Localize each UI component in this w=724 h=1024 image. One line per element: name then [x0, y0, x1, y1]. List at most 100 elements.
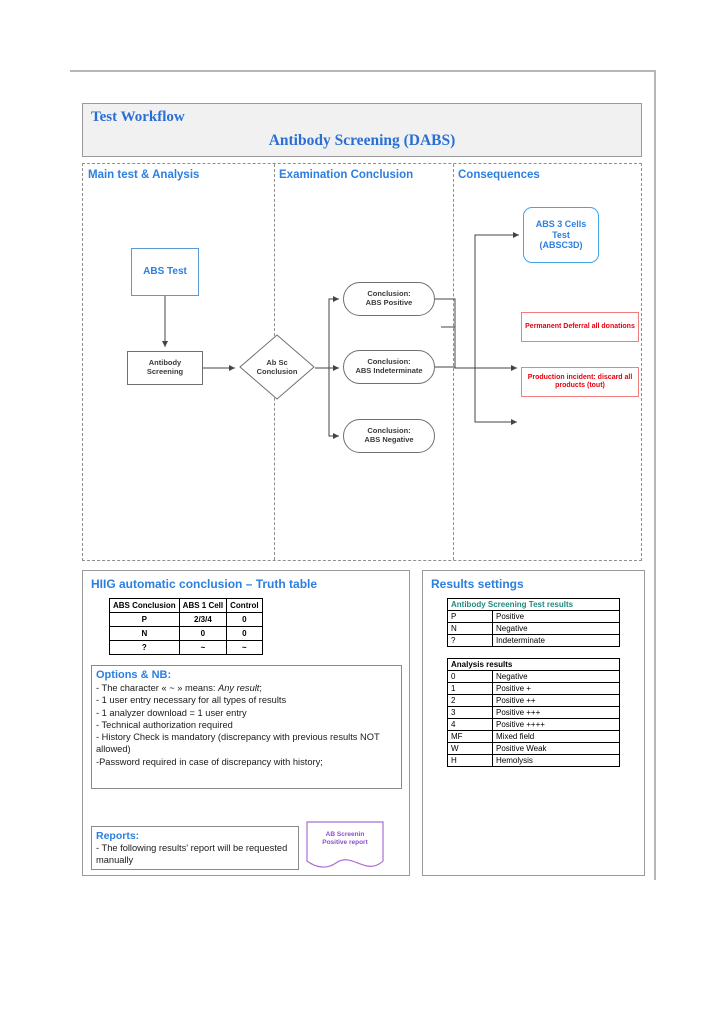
table-row: N 0 0: [109, 626, 263, 641]
node-conclusion-abs-negative[interactable]: Conclusion: ABS Negative: [343, 419, 435, 453]
conclusion-negative-line1: Conclusion:: [367, 426, 411, 436]
cell-code: 0: [447, 670, 493, 683]
absc3d-line2: Test: [552, 229, 570, 240]
lane-header-examination-conclusion: Examination Conclusion: [279, 169, 414, 181]
cell-conclusion: N: [109, 626, 180, 641]
table-row: 4 Positive ++++: [447, 718, 620, 731]
node-permanent-deferral[interactable]: Permanent Deferral all donations: [521, 312, 639, 342]
reports-line: - The following results' report will be …: [96, 843, 288, 866]
report-doc-label-1: AB Screenin: [325, 831, 365, 838]
cell-code: H: [447, 754, 493, 767]
node-conclusion-abs-positive[interactable]: Conclusion: ABS Positive: [343, 282, 435, 316]
decision-label-1: Ab Sc: [266, 358, 288, 367]
diamond-shape-icon: [239, 334, 315, 400]
report-doc-label-2: Positive report: [322, 839, 368, 847]
cell-meaning: Positive Weak: [492, 742, 620, 755]
reports-title: Reports:: [96, 830, 140, 842]
th-analysis-results: Analysis results: [447, 658, 620, 671]
node-conclusion-abs-indeterminate[interactable]: Conclusion: ABS Indeterminate: [343, 350, 435, 384]
node-production-incident[interactable]: Production incident: discard all product…: [521, 367, 639, 397]
absc3d-line1: ABS 3 Cells: [535, 219, 587, 230]
cell-code: W: [447, 742, 493, 755]
node-decision-ab-sc-conclusion[interactable]: Ab Sc Conclusion: [239, 334, 315, 400]
table-header-row: Antibody Screening Test results: [447, 598, 620, 611]
cell-meaning: Positive +++: [492, 706, 620, 719]
cell-conclusion: ?: [109, 640, 180, 655]
page-subtitle: Antibody Screening (DABS): [268, 132, 456, 149]
cell-code: P: [447, 610, 493, 623]
cell-meaning: Negative: [492, 670, 620, 683]
table-row: 1 Positive +: [447, 682, 620, 695]
permanent-deferral-label: Permanent Deferral all donations: [525, 322, 635, 330]
cell-code: 4: [447, 718, 493, 731]
lane-header-consequences: Consequences: [458, 169, 540, 181]
cell-code: 2: [447, 694, 493, 707]
node-abs-3-cells-test[interactable]: ABS 3 Cells Test (ABSC3D): [523, 207, 599, 263]
cell-meaning: Positive: [492, 610, 620, 623]
table-row: 3 Positive +++: [447, 706, 620, 719]
table-row: ? ~ ~: [109, 640, 263, 655]
reports-box: Reports: - The following results' report…: [91, 826, 299, 870]
table-row: P Positive: [447, 610, 620, 623]
page-sheet-top-border: [70, 70, 656, 72]
workflow-connectors: [162, 232, 519, 439]
options-line-3: - 1 analyzer download = 1 user entry: [96, 707, 247, 718]
node-abs-test-label: ABS Test: [143, 266, 187, 278]
decision-label-2: Conclusion: [256, 367, 298, 376]
table-row: 2 Positive ++: [447, 694, 620, 707]
cell-code: 3: [447, 706, 493, 719]
cell-abs1cell: ~: [178, 640, 228, 655]
node-antibody-screening-label-1: Antibody: [148, 358, 182, 368]
conclusion-positive-line2: ABS Positive: [365, 298, 413, 307]
report-document-icon[interactable]: AB Screenin Positive report: [306, 821, 384, 873]
cell-conclusion: P: [109, 612, 180, 627]
table-header-row: ABS Conclusion ABS 1 Cell Control: [109, 598, 263, 613]
page-title: Test Workflow: [91, 109, 185, 125]
options-line-4: - Technical authorization required: [96, 719, 233, 730]
node-antibody-screening-label-2: Screening: [146, 367, 184, 376]
cell-meaning: Negative: [492, 622, 620, 635]
title-banner: Test Workflow Antibody Screening (DABS): [82, 103, 642, 157]
cell-abs1cell: 2/3/4: [178, 612, 228, 627]
antibody-screening-results-table: Antibody Screening Test results P Positi…: [447, 598, 620, 647]
cell-code: N: [447, 622, 493, 635]
table-row: ? Indeterminate: [447, 634, 620, 647]
table-header-row: Analysis results: [447, 658, 620, 671]
cell-meaning: Mixed field: [492, 730, 620, 743]
options-line-2: - 1 user entry necessary for all types o…: [96, 695, 287, 706]
node-antibody-screening[interactable]: Antibody Screening: [127, 351, 203, 385]
cell-control: ~: [226, 640, 263, 655]
truth-table: ABS Conclusion ABS 1 Cell Control P 2/3/…: [109, 598, 263, 655]
options-nb-title: Options & NB:: [96, 669, 172, 681]
cell-control: 0: [226, 626, 263, 641]
th-control: Control: [226, 598, 263, 613]
analysis-results-table: Analysis results 0 Negative 1 Positive +…: [447, 658, 620, 767]
truth-table-panel-title: HIIG automatic conclusion – Truth table: [91, 577, 318, 591]
results-settings-panel-title: Results settings: [431, 577, 524, 591]
th-abs-conclusion: ABS Conclusion: [109, 598, 180, 613]
cell-abs1cell: 0: [178, 626, 228, 641]
options-line-5: - History Check is mandatory (discrepanc…: [96, 732, 380, 755]
th-antibody-screening-test-results: Antibody Screening Test results: [447, 598, 620, 611]
cell-code: MF: [447, 730, 493, 743]
options-line-6: -Password required in case of discrepanc…: [96, 756, 323, 767]
cell-control: 0: [226, 612, 263, 627]
table-row: P 2/3/4 0: [109, 612, 263, 627]
workflow-diagram: Main test & Analysis Examination Conclus…: [82, 163, 642, 561]
page-sheet-right-border: [654, 70, 656, 880]
cell-meaning: Indeterminate: [492, 634, 620, 647]
conclusion-indeterminate-line1: Conclusion:: [367, 357, 411, 367]
cell-code: 1: [447, 682, 493, 695]
cell-meaning: Positive ++: [492, 694, 620, 707]
lane-header-main-test: Main test & Analysis: [88, 169, 200, 181]
results-settings-panel: Results settings Antibody Screening Test…: [422, 570, 645, 876]
cell-meaning: Positive ++++: [492, 718, 620, 731]
cell-code: ?: [447, 634, 493, 647]
absc3d-line3: (ABSC3D): [539, 240, 583, 251]
options-nb-box: Options & NB: - The character « ~ » mean…: [91, 665, 402, 789]
document-wave-shape-icon: [306, 821, 384, 868]
truth-table-panel: HIIG automatic conclusion – Truth table …: [82, 570, 410, 876]
node-abs-test[interactable]: ABS Test: [131, 248, 199, 296]
table-row: H Hemolysis: [447, 754, 620, 767]
